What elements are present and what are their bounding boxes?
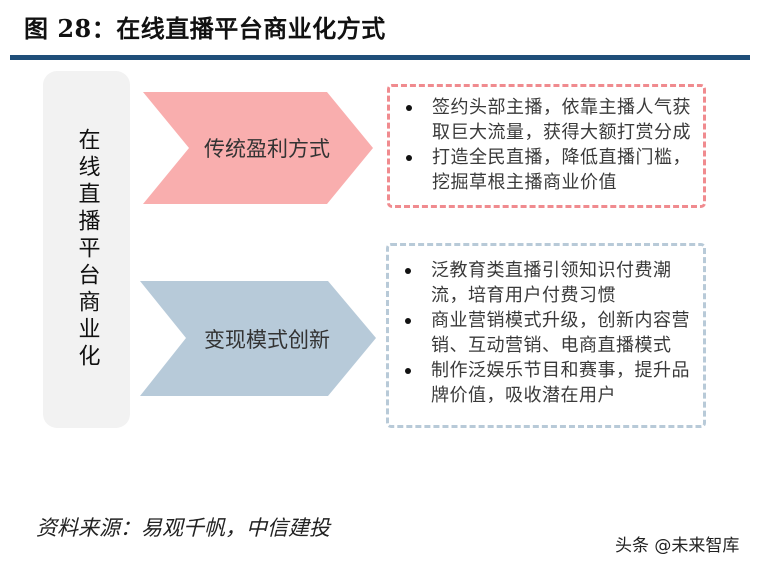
watermark: 头条 @未来智库 [615, 536, 740, 556]
list-item: 签约头部主播，依靠主播人气获取巨大流量，获得大额打赏分成 [402, 95, 693, 145]
bullet-icon [406, 155, 412, 161]
bullet-list: 签约头部主播，依靠主播人气获取巨大流量，获得大额打赏分成 打造全民直播，降低直播… [402, 95, 693, 195]
list-item: 泛教育类直播引领知识付费潮流，培育用户付费习惯 [401, 258, 693, 308]
bullet-icon [406, 105, 412, 111]
list-item: 商业营销模式升级，创新内容营销、互动营销、电商直播模式 [401, 308, 693, 358]
title-divider [10, 55, 750, 60]
list-item-text: 制作泛娱乐节目和赛事，提升品牌价值，吸收潜在用户 [431, 360, 690, 406]
list-item: 制作泛娱乐节目和赛事，提升品牌价值，吸收潜在用户 [401, 358, 693, 408]
side-panel: 在线直播平台商业化 [43, 71, 130, 428]
bullet-icon [405, 318, 411, 324]
innovation-points-box: 泛教育类直播引领知识付费潮流，培育用户付费习惯 商业营销模式升级，创新内容营销、… [386, 243, 706, 428]
chevron-monetization-innovation: 变现模式创新 [140, 281, 376, 396]
chevron-shape [143, 92, 373, 204]
side-panel-label: 在线直播平台商业化 [74, 128, 100, 371]
chevron-label-traditional: 传统盈利方式 [204, 137, 330, 161]
chevron-shape [140, 281, 376, 396]
list-item-text: 签约头部主播，依靠主播人气获取巨大流量，获得大额打赏分成 [432, 97, 691, 143]
bullet-icon [405, 268, 411, 274]
bullet-icon [405, 368, 411, 374]
figure-title: 图 28：在线直播平台商业化方式 [24, 14, 386, 43]
list-item-text: 打造全民直播，降低直播门槛，挖掘草根主播商业价值 [432, 147, 691, 193]
source-note: 资料来源：易观千帆，中信建投 [36, 516, 330, 540]
chevron-label-innovation: 变现模式创新 [204, 327, 330, 352]
traditional-points-box: 签约头部主播，依靠主播人气获取巨大流量，获得大额打赏分成 打造全民直播，降低直播… [387, 84, 706, 208]
chevron-traditional-profit: 传统盈利方式 [143, 92, 373, 204]
list-item-text: 商业营销模式升级，创新内容营销、互动营销、电商直播模式 [431, 310, 690, 356]
list-item-text: 泛教育类直播引领知识付费潮流，培育用户付费习惯 [431, 260, 672, 306]
bullet-list: 泛教育类直播引领知识付费潮流，培育用户付费习惯 商业营销模式升级，创新内容营销、… [401, 258, 693, 408]
list-item: 打造全民直播，降低直播门槛，挖掘草根主播商业价值 [402, 145, 693, 195]
